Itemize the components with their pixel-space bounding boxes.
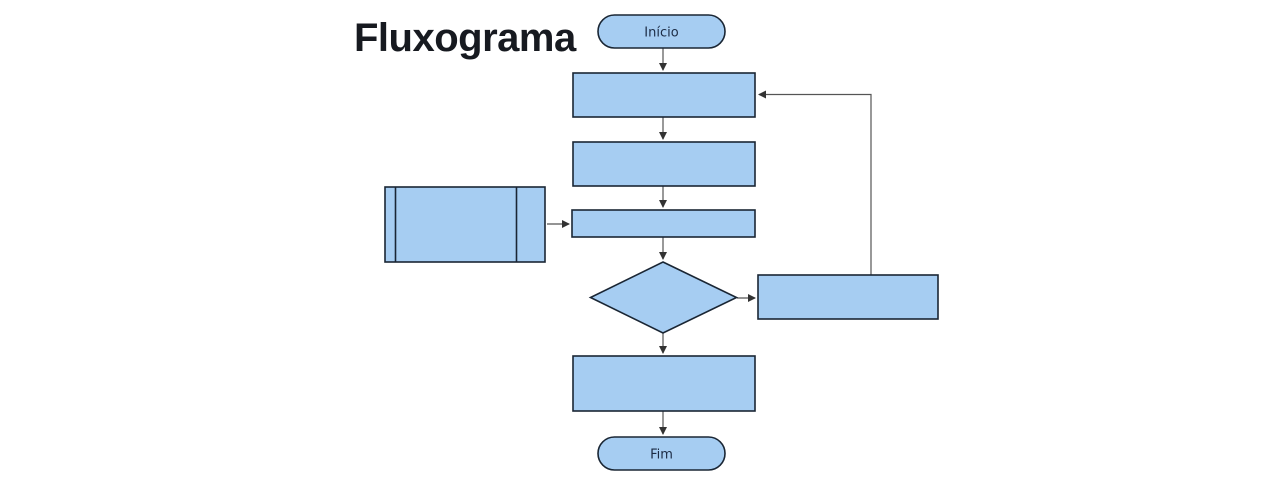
- process-1: [572, 72, 756, 118]
- end-terminator: [597, 436, 726, 471]
- process-4: [572, 355, 756, 412]
- process-3: [571, 209, 756, 238]
- decision-diamond: [588, 261, 739, 334]
- connectors: [547, 48, 872, 435]
- predefined-process: [384, 186, 546, 263]
- loop-process: [757, 274, 939, 320]
- start-terminator: [597, 14, 726, 49]
- predefined-process-box: [384, 186, 546, 263]
- diagram-title: Fluxograma: [354, 16, 576, 60]
- process-2: [572, 141, 756, 187]
- end-terminator-label: Fim: [650, 448, 673, 463]
- connector-loop-process-to-process1: [758, 90, 872, 275]
- start-terminator-label: Início: [644, 26, 678, 41]
